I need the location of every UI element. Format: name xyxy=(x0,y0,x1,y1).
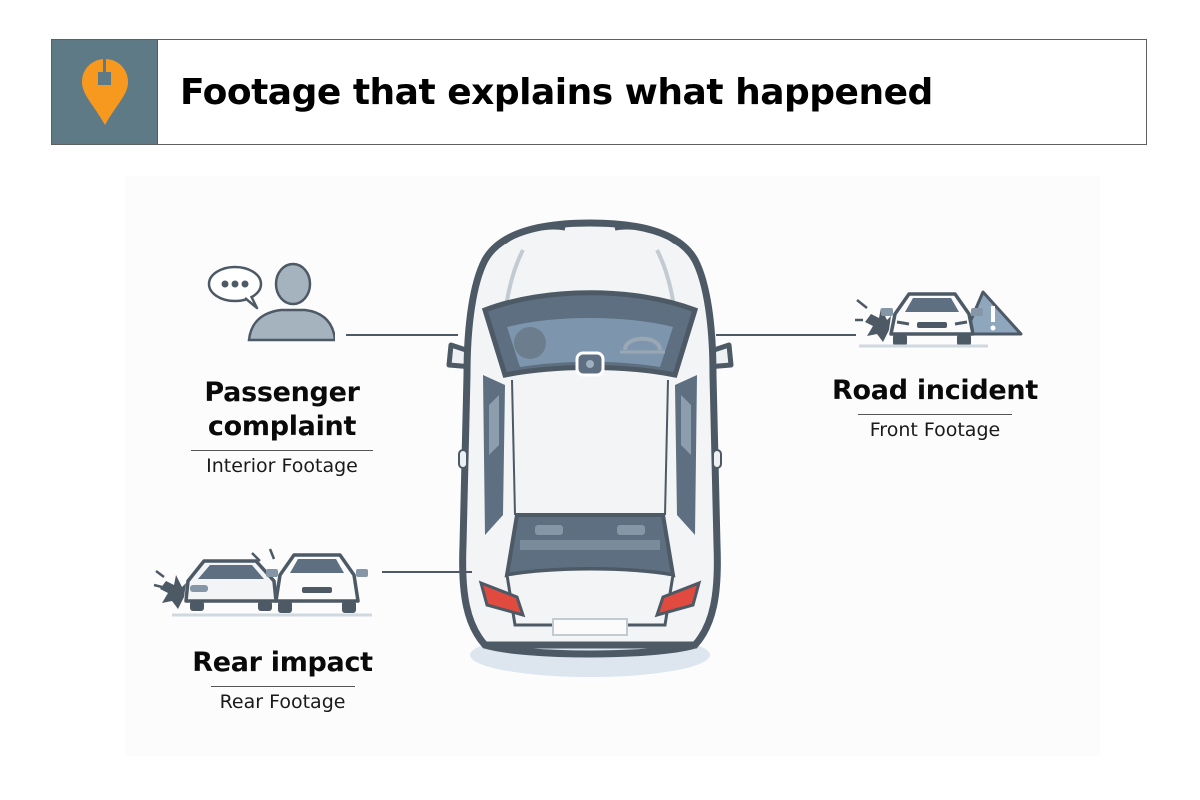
callout-rear-subtitle: Rear Footage xyxy=(219,691,346,713)
callout-road-title: Road incident xyxy=(832,375,1038,406)
callout-rear-title: Rear impact xyxy=(192,647,373,678)
page-title: Footage that explains what happened xyxy=(180,71,933,113)
callout-divider xyxy=(210,686,355,687)
connector-road xyxy=(716,334,856,336)
callout-rear: Rear impact Rear Footage xyxy=(170,646,395,713)
connector-passenger xyxy=(346,334,458,336)
callout-divider xyxy=(858,414,1012,415)
callout-divider xyxy=(191,450,373,451)
callout-passenger-title-2: complaint xyxy=(207,411,357,442)
front-collision-warning-icon xyxy=(855,290,1023,348)
callout-road-subtitle: Front Footage xyxy=(869,419,1001,441)
header-icon-box xyxy=(52,40,158,144)
connector-rear xyxy=(382,571,472,573)
callout-passenger-subtitle: Interior Footage xyxy=(206,455,358,477)
map-pin-icon xyxy=(81,59,128,125)
rear-collision-icon xyxy=(153,548,372,617)
passenger-speech-icon xyxy=(207,262,335,342)
car-top-view-icon xyxy=(446,219,734,677)
header-bar: Footage that explains what happened xyxy=(51,39,1147,145)
callout-passenger: Passenger complaint Interior Footage xyxy=(182,376,382,477)
callout-passenger-title-1: Passenger xyxy=(204,377,360,408)
callout-road: Road incident Front Footage xyxy=(815,374,1055,441)
